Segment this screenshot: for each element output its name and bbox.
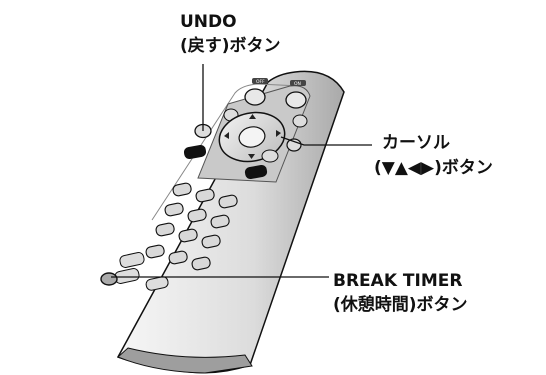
vol-button-2[interactable]	[114, 268, 140, 285]
black-button-right[interactable]	[244, 164, 268, 180]
mute-button[interactable]	[145, 276, 169, 291]
on-label: ON	[294, 81, 301, 87]
function-button[interactable]	[172, 182, 192, 197]
function-button[interactable]	[164, 202, 184, 217]
function-button[interactable]	[195, 188, 215, 203]
function-button[interactable]	[191, 256, 211, 271]
cursor-left-button[interactable]	[224, 132, 229, 139]
round-button-mid[interactable]	[261, 149, 279, 163]
on-button[interactable]	[285, 91, 307, 109]
function-button[interactable]	[218, 194, 238, 209]
off-button[interactable]	[244, 88, 266, 106]
power-buttons: OFF ON	[244, 78, 307, 109]
break-timer-button[interactable]	[100, 272, 118, 286]
function-button[interactable]	[145, 244, 165, 259]
cursor-callout-line	[280, 136, 372, 146]
enter-button[interactable]	[237, 125, 267, 150]
function-button[interactable]	[187, 208, 207, 223]
callout-lines	[111, 64, 372, 278]
cursor-down-button[interactable]	[248, 154, 255, 159]
undo-callout-title: UNDO	[180, 12, 237, 32]
break-timer-callout-subtitle: (休憩時間)ボタン	[333, 295, 468, 315]
cursor-callout-subtitle: (▼▲◀▶)ボタン	[374, 158, 493, 178]
function-buttons	[145, 182, 238, 271]
cursor-right-button[interactable]	[276, 130, 281, 137]
break-timer-callout-title: BREAK TIMER	[333, 271, 463, 291]
function-button[interactable]	[168, 250, 188, 265]
cursor-up-button[interactable]	[249, 114, 256, 119]
menu-button[interactable]	[286, 138, 302, 152]
top-small-button-right[interactable]	[292, 114, 308, 128]
cursor-pad	[218, 111, 286, 163]
vol-button[interactable]	[119, 252, 145, 269]
cursor-callout-title: カーソル	[382, 133, 450, 153]
function-button[interactable]	[210, 214, 230, 229]
black-button-left[interactable]	[183, 144, 207, 160]
function-button[interactable]	[178, 228, 198, 243]
function-button[interactable]	[155, 222, 175, 237]
off-label: OFF	[256, 79, 265, 85]
function-button[interactable]	[201, 234, 221, 249]
undo-callout-subtitle: (戻す)ボタン	[180, 36, 281, 56]
